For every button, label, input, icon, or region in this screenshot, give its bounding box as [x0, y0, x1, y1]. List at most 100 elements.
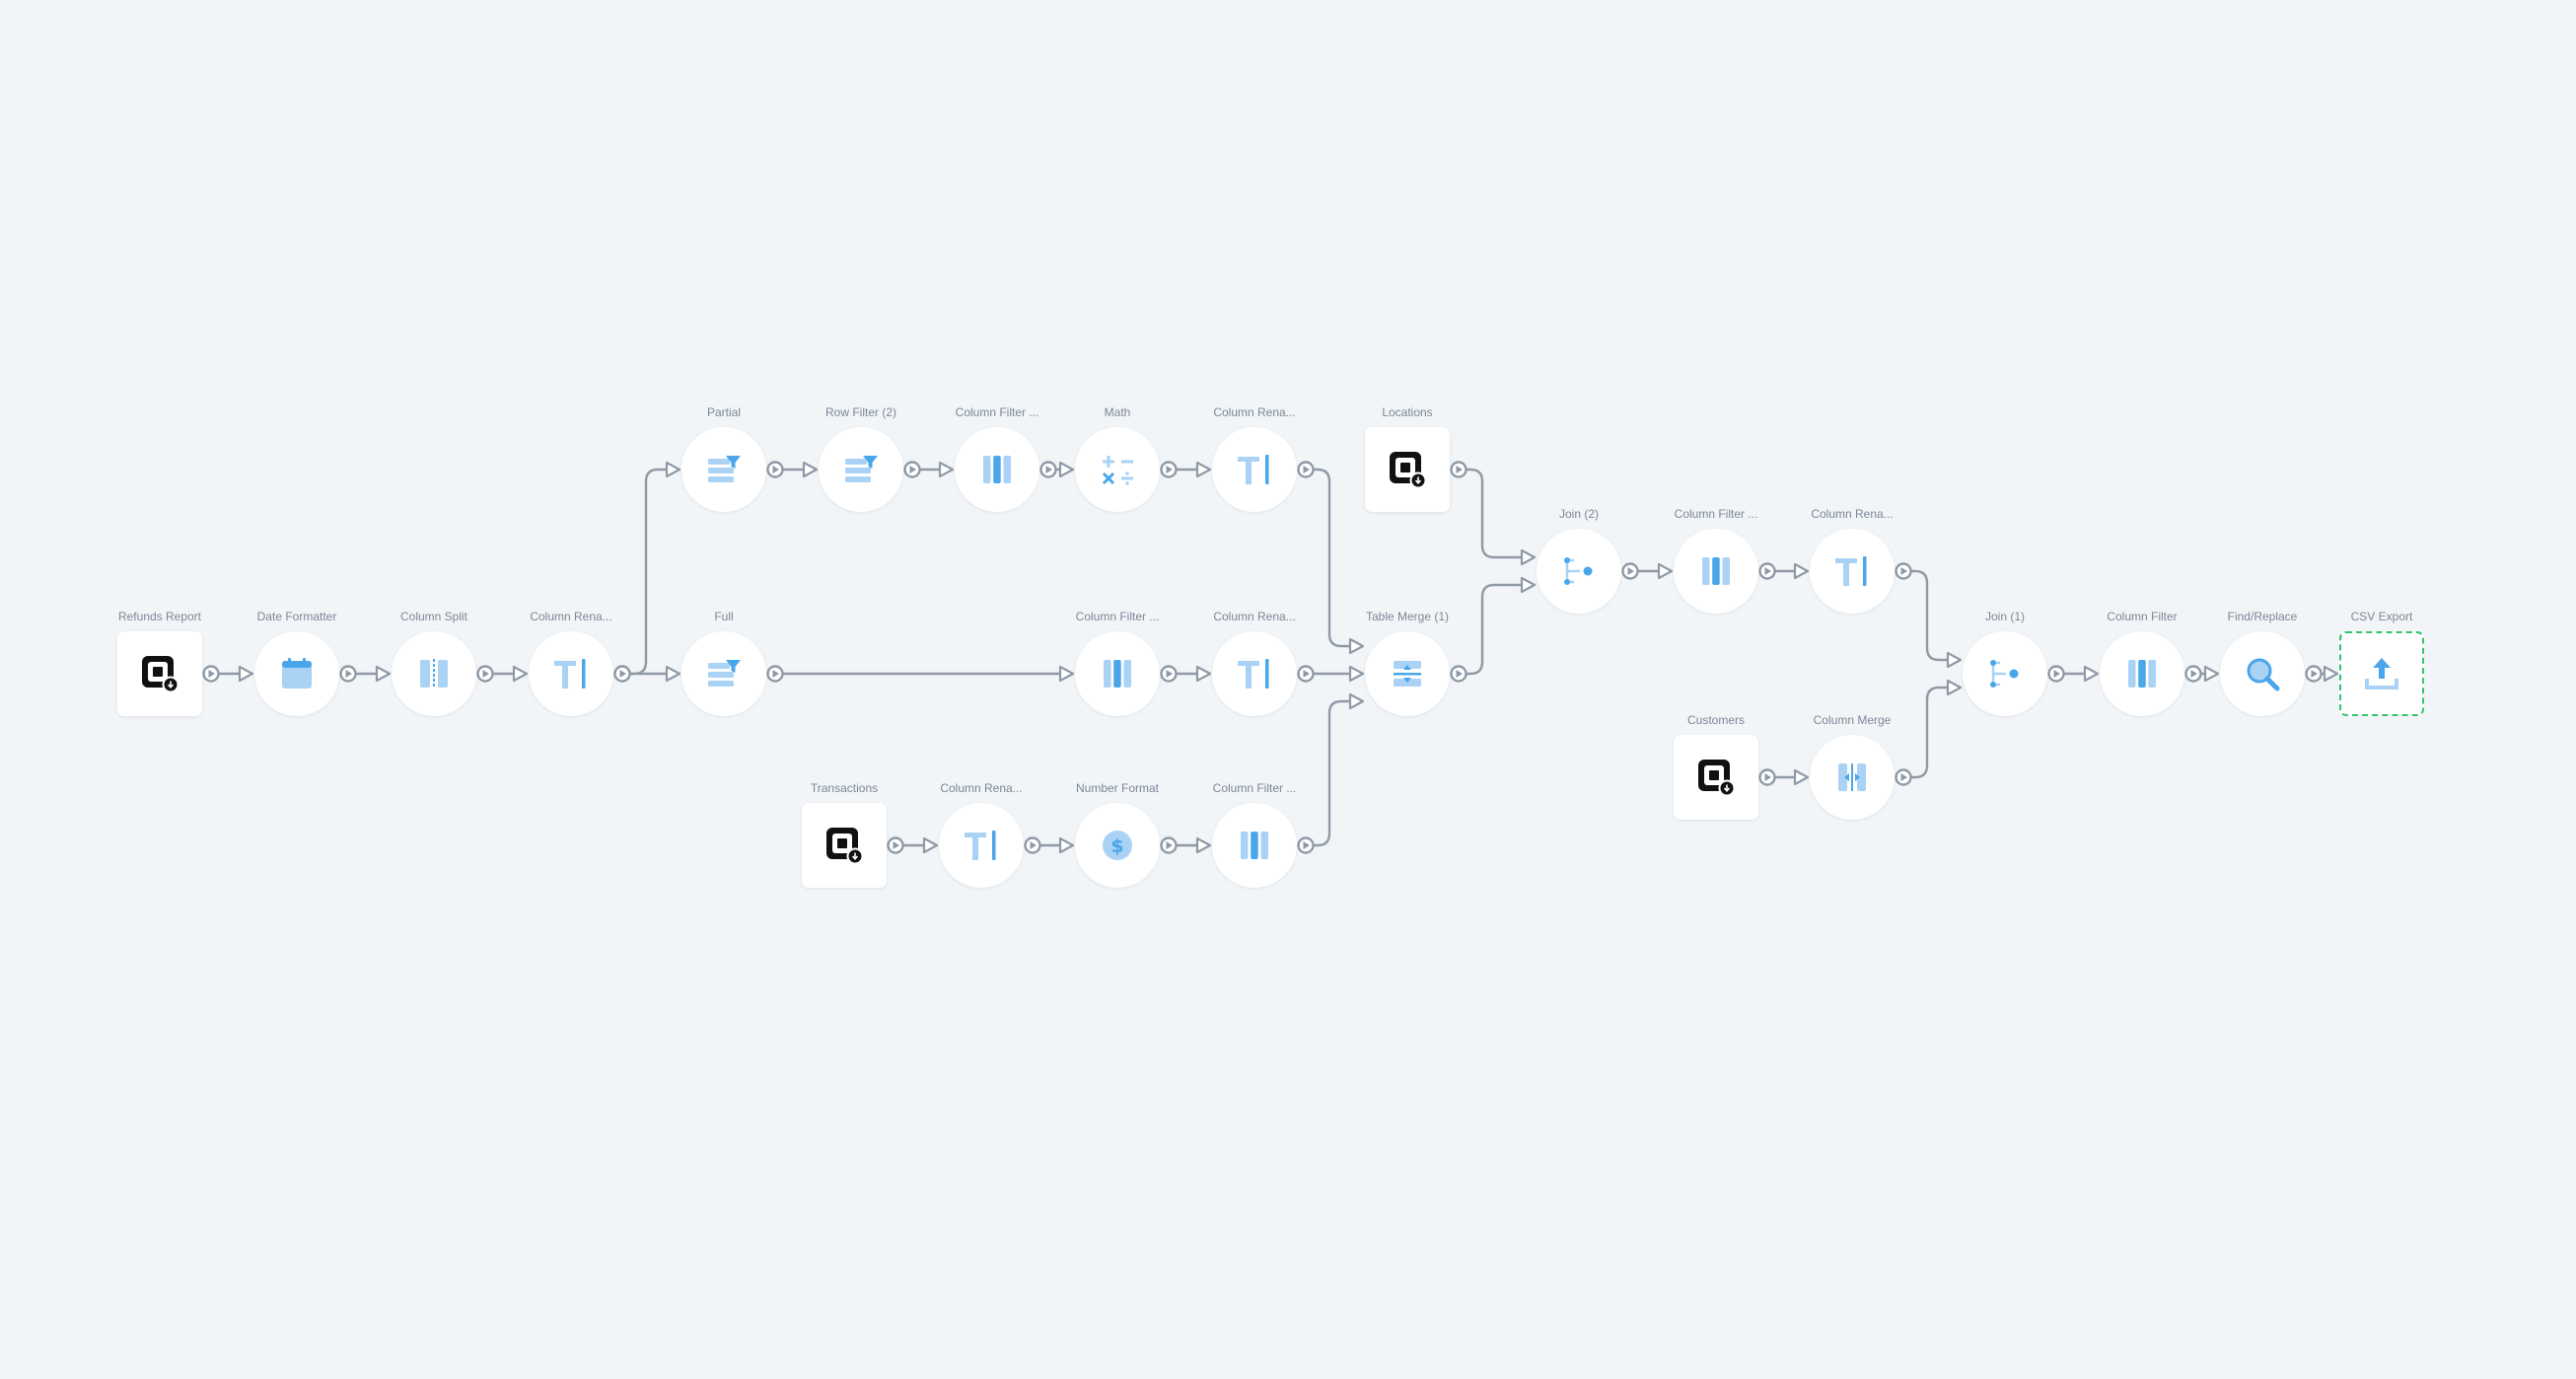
- input-port-arrow: [1058, 665, 1075, 683]
- connection: [1024, 836, 1075, 854]
- node-customers[interactable]: [1674, 735, 1758, 820]
- output-port-arrow: [2053, 670, 2060, 678]
- connection: [1895, 562, 1963, 669]
- node-number-format[interactable]: $: [1075, 803, 1160, 888]
- node-column-filter[interactable]: [1075, 631, 1160, 716]
- output-port-arrow: [1166, 670, 1173, 678]
- node-label: Column Rena...: [1213, 610, 1296, 623]
- output-port-arrow: [1166, 466, 1173, 473]
- node-label: Customers: [1686, 713, 1745, 727]
- output-port-arrow: [1764, 567, 1771, 575]
- output-port-arrow: [1900, 567, 1907, 575]
- connection: [202, 665, 254, 683]
- connection: [2305, 665, 2339, 683]
- connection: [1297, 461, 1365, 655]
- svg-text:$: $: [1110, 835, 1123, 857]
- output-port-arrow: [1456, 466, 1463, 473]
- node-column-split[interactable]: [392, 631, 476, 716]
- connection: [1039, 461, 1075, 478]
- node-label: Locations: [1382, 405, 1433, 419]
- connection: [1450, 576, 1537, 683]
- node-table-merge-1[interactable]: [1365, 631, 1450, 716]
- output-port-arrow: [1764, 773, 1771, 781]
- output-port-arrow: [208, 670, 215, 678]
- connection: [903, 461, 955, 478]
- connection: [1160, 836, 1212, 854]
- node-column-rena[interactable]: [529, 631, 613, 716]
- node-label: Column Rena...: [1213, 405, 1296, 419]
- node-label: Table Merge (1): [1365, 610, 1450, 623]
- node-refunds-report[interactable]: [117, 631, 202, 716]
- input-port-arrow: [1348, 692, 1365, 710]
- node-column-merge[interactable]: [1810, 735, 1895, 820]
- input-port-arrow: [1793, 562, 1810, 580]
- node-column-filter[interactable]: [1212, 803, 1297, 888]
- node-label: Column Filter ...: [955, 405, 1039, 419]
- connection: [1297, 692, 1365, 854]
- node-label: Date Formatter: [256, 610, 337, 623]
- node-label: Column Rena...: [1811, 507, 1894, 521]
- node-full[interactable]: [681, 631, 766, 716]
- node-label: Column Filter ...: [1212, 781, 1297, 795]
- node-label: Full: [714, 610, 734, 623]
- connection: [766, 461, 819, 478]
- node-column-filter[interactable]: [955, 427, 1039, 512]
- output-port-arrow: [893, 841, 899, 849]
- node-label: Column Merge: [1813, 713, 1892, 727]
- input-port-arrow: [2323, 665, 2339, 683]
- node-label: Column Filter ...: [1075, 610, 1160, 623]
- input-port-arrow: [1793, 768, 1810, 786]
- node-find-replace[interactable]: [2220, 631, 2305, 716]
- input-port-arrow: [665, 461, 681, 478]
- node-column-filter[interactable]: [2100, 631, 2184, 716]
- connection: [887, 836, 939, 854]
- input-port-arrow: [665, 665, 681, 683]
- connection-line: [1306, 468, 1363, 648]
- node-join-2[interactable]: [1537, 529, 1621, 614]
- output-port-arrow: [2311, 670, 2318, 678]
- input-port-arrow: [2083, 665, 2100, 683]
- output-port-arrow: [1303, 466, 1310, 473]
- output-port-arrow: [1030, 841, 1037, 849]
- node-csv-export[interactable]: [2339, 631, 2424, 716]
- connection: [613, 461, 681, 683]
- connection: [1758, 562, 1810, 580]
- output-port-arrow: [1303, 841, 1310, 849]
- node-column-rena[interactable]: [1212, 631, 1297, 716]
- input-port-arrow: [1946, 679, 1963, 696]
- input-port-arrow: [1195, 836, 1212, 854]
- connection-line: [1306, 699, 1363, 847]
- node-join-1[interactable]: [1963, 631, 2047, 716]
- input-port-arrow: [1657, 562, 1674, 580]
- node-label: Column Filter ...: [1674, 507, 1758, 521]
- node-locations[interactable]: [1365, 427, 1450, 512]
- connection-line: [1459, 468, 1535, 559]
- input-port-arrow: [1348, 637, 1365, 655]
- node-column-rena[interactable]: [1212, 427, 1297, 512]
- node-partial[interactable]: [681, 427, 766, 512]
- node-date-formatter[interactable]: [254, 631, 339, 716]
- output-port-arrow: [772, 466, 779, 473]
- node-column-filter[interactable]: [1674, 529, 1758, 614]
- output-port-arrow: [909, 466, 916, 473]
- node-label: Refunds Report: [117, 610, 202, 623]
- node-label: Join (2): [1558, 507, 1599, 521]
- input-port-arrow: [1058, 836, 1075, 854]
- input-port-arrow: [1195, 665, 1212, 683]
- connection: [613, 665, 681, 683]
- connection: [1160, 461, 1212, 478]
- node-column-rena[interactable]: [939, 803, 1024, 888]
- node-transactions[interactable]: [802, 803, 887, 888]
- input-port-arrow: [238, 665, 254, 683]
- node-math[interactable]: [1075, 427, 1160, 512]
- output-port-arrow: [1166, 841, 1173, 849]
- output-port-arrow: [1900, 773, 1907, 781]
- connection: [339, 665, 392, 683]
- node-column-rena[interactable]: [1810, 529, 1895, 614]
- output-port-arrow: [345, 670, 352, 678]
- input-port-arrow: [512, 665, 529, 683]
- node-row-filter-2[interactable]: [819, 427, 903, 512]
- connection: [2184, 665, 2220, 683]
